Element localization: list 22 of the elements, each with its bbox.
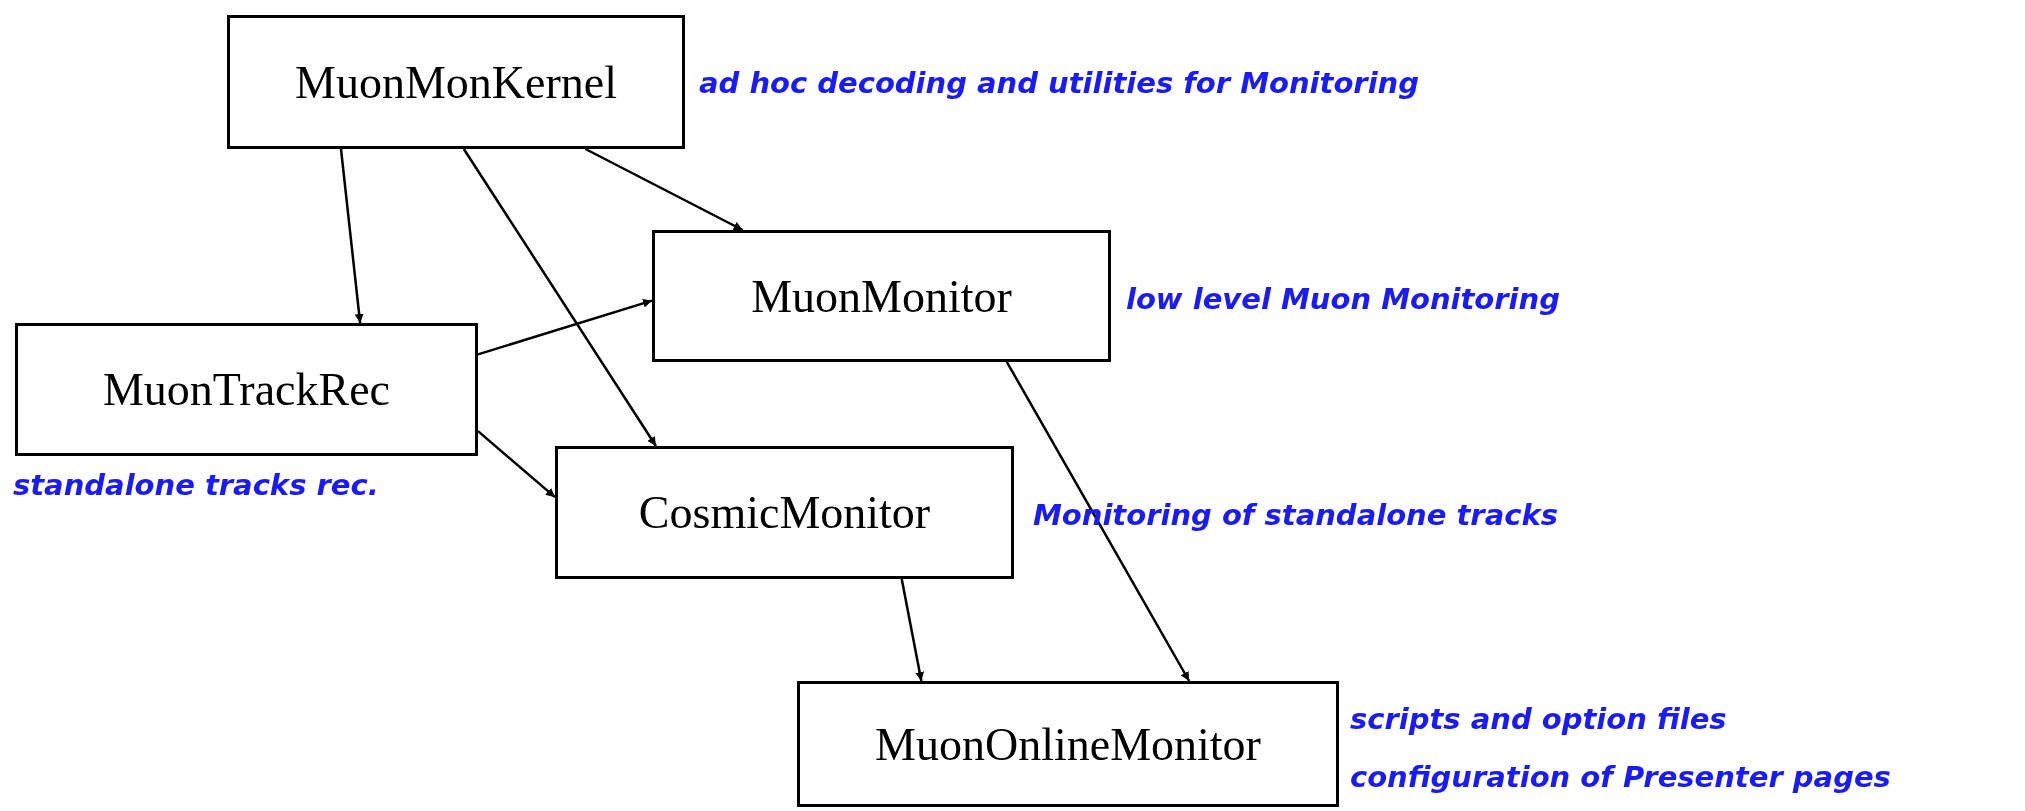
module-description: low level Muon Monitoring	[1126, 281, 1560, 318]
module-name: MuonMonitor	[751, 269, 1012, 324]
arrow	[477, 430, 556, 499]
module-description: standalone tracks rec.	[13, 467, 379, 504]
arrow	[584, 147, 744, 232]
arrow	[1005, 361, 1191, 682]
module-box	[555, 446, 1014, 579]
module-box	[797, 681, 1339, 807]
module-box	[227, 15, 685, 149]
module-name: CosmicMonitor	[638, 486, 931, 540]
arrow	[477, 298, 653, 356]
module-name: MuonOnlineMonitor	[875, 717, 1261, 772]
module-name: MuonTrackRec	[102, 363, 391, 417]
module-description: scripts and option files	[1350, 701, 1727, 738]
arrow	[339, 148, 364, 324]
arrow	[900, 578, 925, 682]
module-box	[15, 323, 478, 456]
module-name: MuonMonKernel	[295, 55, 617, 110]
module-box	[652, 230, 1111, 362]
module-description: ad hoc decoding and utilities for Monitoring	[699, 65, 1419, 102]
module-description: configuration of Presenter pages	[1350, 759, 1891, 796]
arrow	[462, 148, 657, 447]
